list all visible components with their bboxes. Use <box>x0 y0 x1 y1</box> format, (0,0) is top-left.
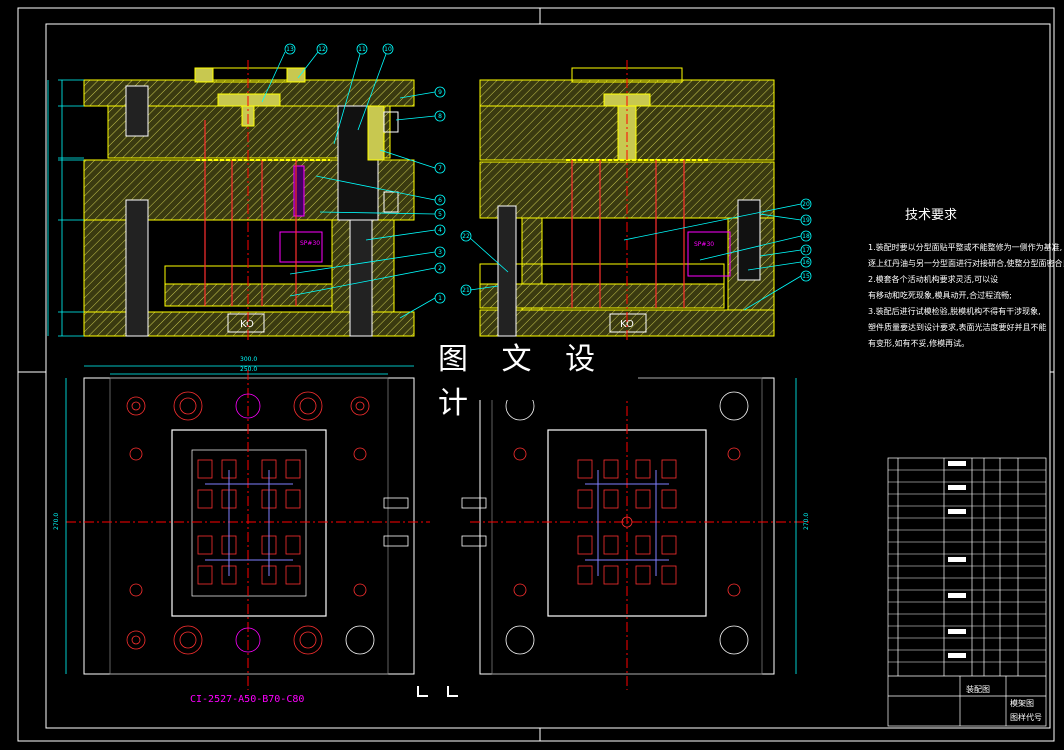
tech-line: 塑件质量要达到设计要求,表面光洁度要好并且不能 <box>868 323 1047 332</box>
svg-text:22: 22 <box>462 233 470 240</box>
right-callout-numbers: 22 21 20 19 18 17 16 15 <box>462 201 810 294</box>
sp-label-right: SP#30 <box>694 241 714 248</box>
svg-text:6: 6 <box>438 197 442 204</box>
bom-rows <box>888 469 1046 663</box>
tech-line: 有变形,如有不妥,修模再试。 <box>868 339 970 348</box>
title-block-mold: 模架图 <box>1010 699 1034 708</box>
title-block-assembly: 装配图 <box>966 685 990 694</box>
svg-text:18: 18 <box>802 233 810 240</box>
svg-text:4: 4 <box>438 227 442 234</box>
tech-requirements: 1.装配时要以分型面贴平整或不能整修为一侧作为基准, 逐上红丹油与另一分型面进行… <box>868 240 1064 352</box>
svg-text:7: 7 <box>438 165 442 172</box>
outer-frame <box>17 7 1055 742</box>
svg-text:15: 15 <box>802 273 810 280</box>
left-section-view: SP#30 KO <box>47 60 415 340</box>
svg-text:2: 2 <box>438 265 442 272</box>
svg-text:1: 1 <box>438 295 442 302</box>
tech-requirements-title: 技术要求 <box>905 208 958 223</box>
ko-label-right: KO <box>620 319 634 330</box>
left-callout-numbers: 13 12 11 10 9 8 7 6 5 4 3 2 1 <box>286 46 442 302</box>
svg-text:11: 11 <box>358 46 366 53</box>
svg-text:8: 8 <box>438 113 442 120</box>
tech-line: 1.装配时要以分型面贴平整或不能整修为一侧作为基准, <box>868 243 1063 252</box>
tech-line: 有移动和吃死现象,模具动开,合过程流畅; <box>868 291 1012 300</box>
svg-text:19: 19 <box>802 217 810 224</box>
svg-text:16: 16 <box>802 259 810 266</box>
tech-line: 3.装配后进行试模检验,脱模机构不得有干涉现象, <box>868 307 1041 316</box>
svg-text:13: 13 <box>286 46 294 53</box>
part-code: CI-2527-A50-B70-C80 <box>190 694 304 705</box>
svg-text:5: 5 <box>438 211 442 218</box>
dim-height-left: 270.0 <box>53 513 60 530</box>
right-callouts <box>460 198 812 311</box>
left-plan-view: 300.0 250.0 270.0 <box>53 356 430 705</box>
dim-height-right: 270.0 <box>803 513 810 530</box>
left-callouts <box>261 43 446 319</box>
inner-frame <box>45 23 1051 729</box>
dim-width-inner: 250.0 <box>240 366 257 373</box>
tech-line: 2.模套各个活动机构要求灵活,可以设 <box>868 275 999 284</box>
svg-text:21: 21 <box>462 287 470 294</box>
tech-line: 逐上红丹油与另一分型面进行对接研合,使整分型面密合良好; <box>868 259 1064 268</box>
overlay-title: 图 文 设 计 <box>438 342 638 421</box>
svg-text:12: 12 <box>318 46 326 53</box>
dim-width-outer: 300.0 <box>240 356 257 363</box>
right-section-view: SP#30 KO <box>479 60 775 340</box>
bom-table <box>887 457 1047 727</box>
svg-text:20: 20 <box>802 201 810 208</box>
svg-text:17: 17 <box>802 247 810 254</box>
svg-text:9: 9 <box>438 89 442 96</box>
sp-label-left: SP#30 <box>300 240 320 247</box>
svg-text:10: 10 <box>384 46 392 53</box>
ko-label-left: KO <box>240 319 254 330</box>
svg-text:3: 3 <box>438 249 442 256</box>
title-block-code: 图样代号 <box>1010 713 1042 722</box>
